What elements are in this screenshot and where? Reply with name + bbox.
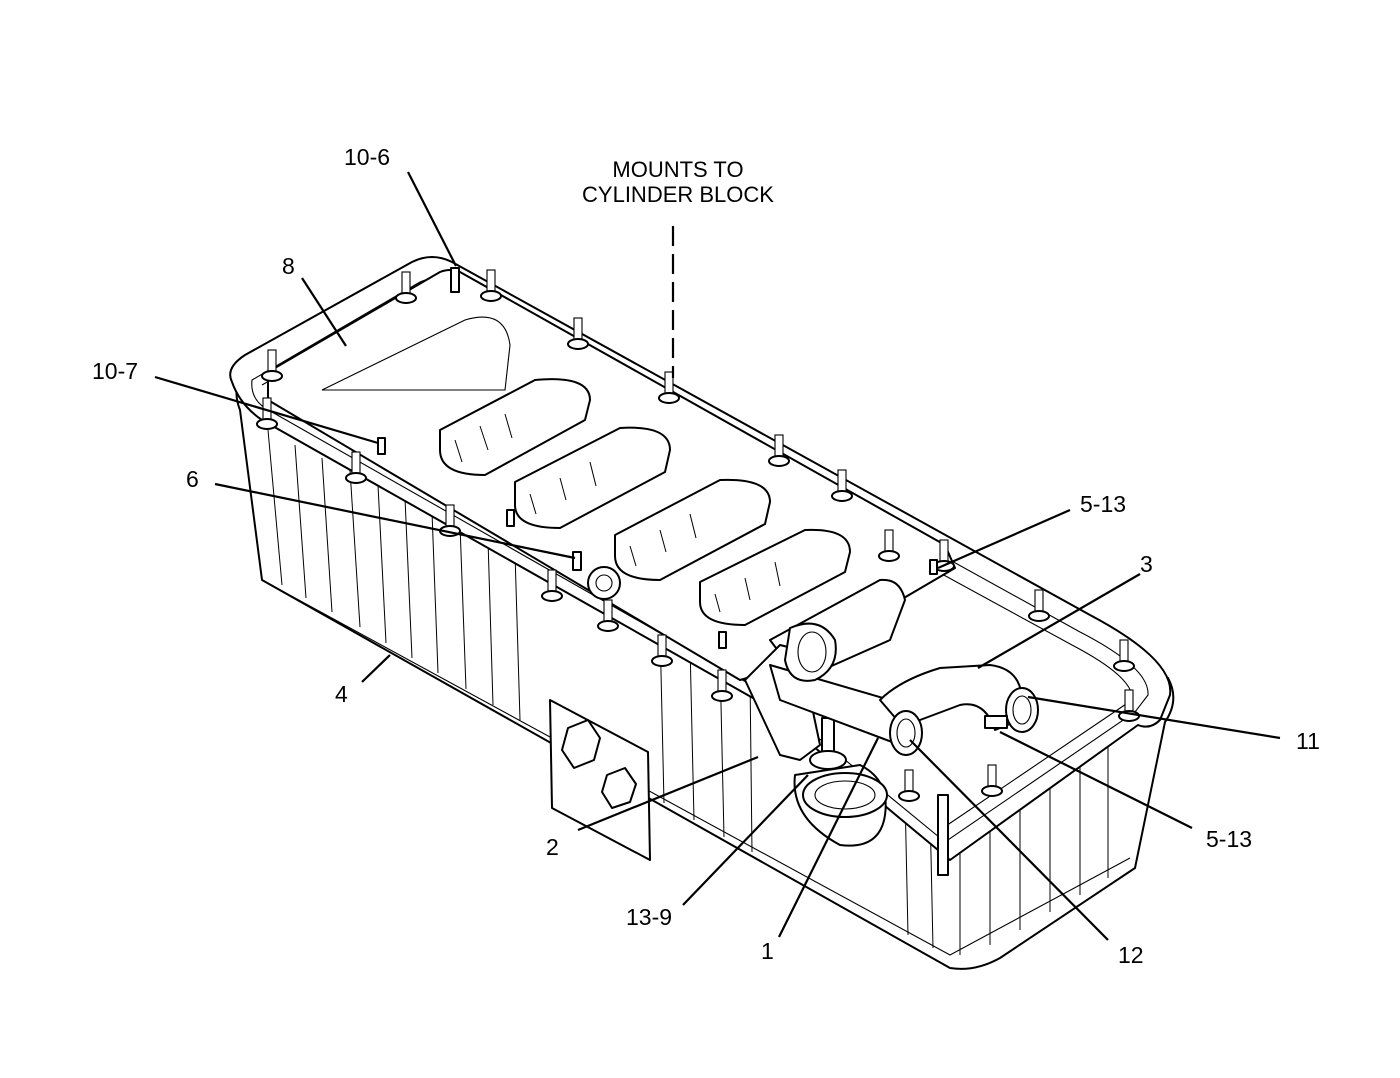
leader-lines xyxy=(154,171,1281,941)
callout-5-13-bottom: 5-13 xyxy=(1206,826,1253,852)
leader-13-9 xyxy=(682,774,809,906)
callout-10-6: 10-6 xyxy=(344,144,391,170)
leader-8 xyxy=(301,277,347,347)
leader-1 xyxy=(778,737,879,938)
leader-10-7 xyxy=(154,375,379,445)
mounts-note: MOUNTS TO CYLINDER BLOCK xyxy=(548,157,808,207)
mounts-note-line1: MOUNTS TO xyxy=(612,157,744,182)
callout-3: 3 xyxy=(1140,551,1153,577)
leader-10-6 xyxy=(407,171,457,267)
leader-6 xyxy=(214,482,576,560)
callout-13-9: 13-9 xyxy=(626,904,673,930)
callout-2: 2 xyxy=(546,834,559,860)
callout-5-13-top: 5-13 xyxy=(1080,491,1127,517)
leader-11 xyxy=(1027,695,1281,740)
callout-4: 4 xyxy=(335,681,348,707)
drain-plug-plate xyxy=(549,699,651,861)
leader-5-13-top xyxy=(937,508,1071,570)
front-wall-ribs xyxy=(267,429,1109,955)
callout-11: 11 xyxy=(1296,728,1320,754)
leader-2 xyxy=(577,755,759,832)
flange-bolts xyxy=(256,267,1140,802)
leader-4 xyxy=(361,654,391,683)
callout-8: 8 xyxy=(282,253,295,279)
mounts-note-line2: CYLINDER BLOCK xyxy=(582,182,774,207)
callout-1: 1 xyxy=(761,938,774,964)
leader-5-13-bottom xyxy=(999,731,1193,829)
callout-10-7: 10-7 xyxy=(92,358,139,384)
callout-6: 6 xyxy=(186,466,199,492)
oil-suction-tube-assembly xyxy=(744,622,1039,876)
callout-12: 12 xyxy=(1118,942,1144,968)
leader-3 xyxy=(977,573,1141,669)
leader-12 xyxy=(909,739,1109,941)
